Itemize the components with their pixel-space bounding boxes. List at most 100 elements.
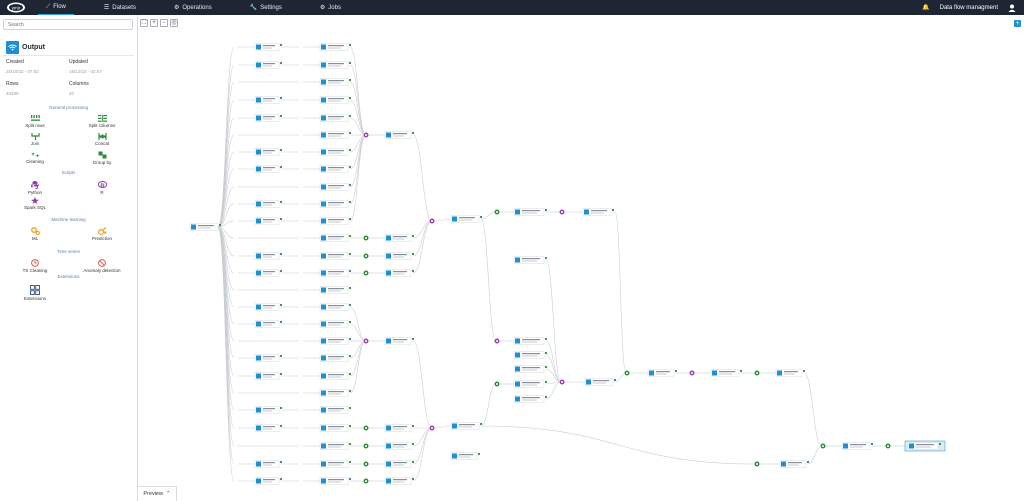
dataset-node[interactable] — [254, 424, 283, 432]
zoom-out-icon[interactable]: − — [160, 19, 168, 27]
dataset-node[interactable] — [319, 78, 352, 86]
dataset-node[interactable] — [647, 369, 678, 377]
dataset-node[interactable] — [319, 61, 352, 69]
dataset-node[interactable] — [384, 234, 415, 242]
dataset-node[interactable] — [384, 460, 415, 468]
dataset-node[interactable] — [384, 442, 415, 450]
dataset-node[interactable] — [319, 354, 352, 362]
tool-anomaly-detection[interactable]: Anomaly detection — [82, 259, 122, 273]
dataset-node[interactable] — [254, 96, 283, 104]
dataset-node[interactable] — [584, 378, 617, 386]
dataset-node[interactable] — [775, 369, 806, 377]
tool-extensions[interactable]: Extensions — [15, 285, 55, 301]
tool-prediction[interactable]: Prediction — [82, 227, 122, 241]
tool-ml[interactable]: ML — [15, 227, 55, 241]
dataset-node[interactable] — [319, 217, 352, 225]
dataset-node[interactable] — [189, 223, 222, 231]
dataset-node[interactable] — [319, 131, 352, 139]
tool-spark-sql[interactable]: Spark SQL — [15, 197, 55, 210]
tab-jobs[interactable]: ⚙ Jobs — [312, 0, 349, 15]
tab-flow[interactable]: ⟋ Flow — [38, 0, 74, 15]
dataset-node[interactable] — [319, 200, 352, 208]
dataset-node[interactable] — [841, 442, 874, 450]
tool-python[interactable]: Python — [15, 181, 55, 195]
preview-toggle-button[interactable]: Preview ⌃ — [137, 486, 177, 501]
dataset-node[interactable] — [254, 252, 283, 260]
dataset-node[interactable] — [319, 320, 352, 328]
tool-group-by[interactable]: Group by — [82, 151, 122, 165]
dataset-node[interactable] — [319, 252, 352, 260]
dataset-node[interactable] — [779, 460, 810, 468]
user-avatar-icon[interactable] — [1008, 4, 1016, 12]
dataset-node[interactable] — [319, 303, 352, 311]
dataset-node[interactable] — [907, 442, 942, 450]
dataset-node[interactable] — [319, 389, 352, 397]
dataset-node[interactable] — [254, 114, 283, 122]
dataset-node[interactable] — [254, 43, 283, 51]
dataset-node[interactable] — [319, 183, 352, 191]
dataset-node[interactable] — [319, 337, 352, 345]
dataset-node[interactable] — [319, 96, 352, 104]
dataset-node[interactable] — [319, 165, 352, 173]
dataset-node[interactable] — [513, 208, 548, 216]
dataset-node[interactable] — [319, 424, 352, 432]
bell-icon[interactable]: 🔔 — [922, 5, 930, 11]
dataset-node[interactable] — [513, 395, 548, 403]
search-input[interactable] — [3, 19, 133, 30]
dataset-node[interactable] — [319, 477, 352, 485]
dataset-node[interactable] — [319, 442, 352, 450]
dataset-node[interactable] — [254, 303, 283, 311]
dataset-node[interactable] — [710, 369, 743, 377]
globe-icon[interactable]: ◎ — [170, 19, 178, 27]
tab-datasets[interactable]: ☰ Datasets — [96, 0, 144, 15]
dataset-node[interactable] — [254, 320, 283, 328]
dataset-node[interactable] — [384, 477, 415, 485]
dataset-node[interactable] — [384, 424, 415, 432]
dataset-node[interactable] — [254, 165, 283, 173]
tab-settings[interactable]: 🔧 Settings — [242, 0, 290, 15]
dataset-node[interactable] — [254, 148, 283, 156]
dataset-node[interactable] — [254, 477, 283, 485]
app-logo[interactable]: ymir — [6, 2, 26, 13]
dataset-node[interactable] — [513, 380, 548, 388]
dataset-node[interactable] — [319, 286, 352, 294]
dataset-node[interactable] — [254, 269, 283, 277]
dataset-node[interactable] — [384, 252, 415, 260]
dataset-node[interactable] — [450, 452, 481, 460]
dataset-node[interactable] — [319, 234, 352, 242]
dataset-node[interactable] — [384, 269, 415, 277]
project-name[interactable]: Data flow managment — [939, 4, 998, 11]
dataset-node[interactable] — [582, 208, 615, 216]
tool-split-columns[interactable]: Split columns — [82, 115, 122, 128]
dataset-node[interactable] — [513, 351, 548, 359]
dataset-node[interactable] — [319, 269, 352, 277]
tool-split-rows[interactable]: Split rows — [15, 115, 55, 128]
dataset-node[interactable] — [450, 422, 483, 430]
dataset-node[interactable] — [319, 43, 352, 51]
fit-view-icon[interactable]: ⛶ — [140, 19, 148, 27]
dataset-node[interactable] — [254, 61, 283, 69]
tab-operations[interactable]: ⚙ Operations — [166, 0, 220, 15]
dataset-node[interactable] — [319, 372, 352, 380]
dataset-node[interactable] — [513, 337, 548, 345]
dataset-node[interactable] — [384, 131, 415, 139]
dataset-node[interactable] — [254, 406, 283, 414]
tool-concat[interactable]: Concat — [82, 133, 122, 146]
dataset-node[interactable] — [319, 406, 352, 414]
dataset-node[interactable] — [319, 148, 352, 156]
dataset-node[interactable] — [384, 337, 415, 345]
dataset-node[interactable] — [254, 217, 283, 225]
dataset-node[interactable] — [254, 460, 283, 468]
dataset-node[interactable] — [450, 215, 483, 223]
tool-ts-cleaning[interactable]: TS Cleaning — [15, 259, 55, 273]
dataset-node[interactable] — [319, 460, 352, 468]
dataset-node[interactable] — [319, 114, 352, 122]
dataset-node[interactable] — [513, 256, 548, 264]
add-node-button[interactable]: + — [1014, 20, 1021, 27]
dataset-node[interactable] — [254, 200, 283, 208]
tool-join[interactable]: Join — [15, 133, 55, 146]
dataset-node[interactable] — [254, 372, 283, 380]
tool-r[interactable]: R R — [82, 181, 122, 195]
zoom-in-icon[interactable]: + — [150, 19, 158, 27]
